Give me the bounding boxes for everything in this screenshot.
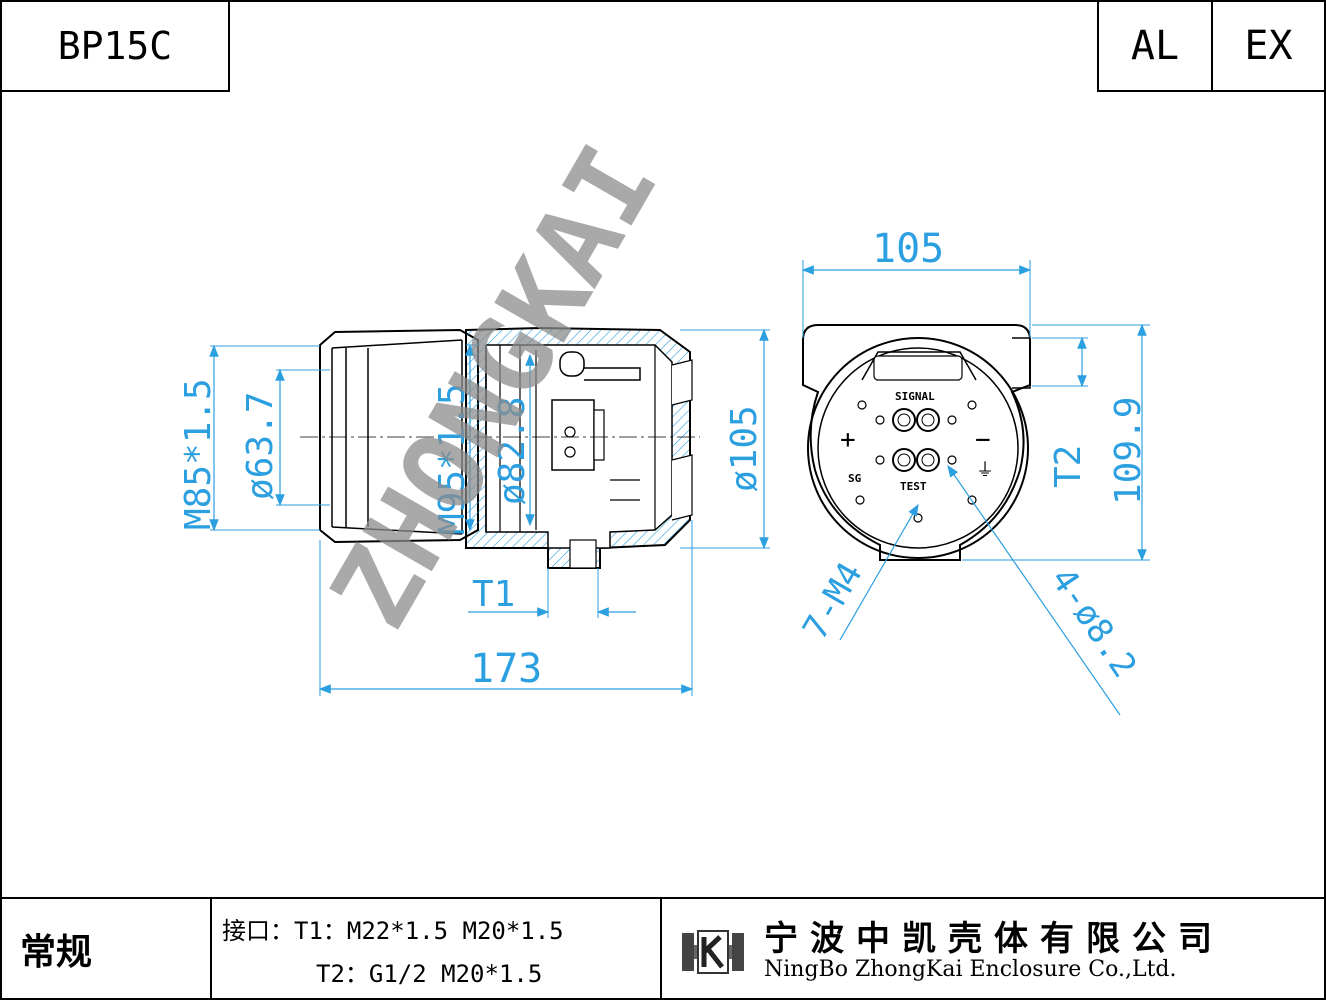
material-cell: AL [1097, 0, 1213, 92]
ports-line-1: 接口：T1：M22*1.5 M20*1.5 [222, 917, 564, 945]
dim-port-t2: T2 [1048, 445, 1089, 488]
company-logo-icon [682, 930, 744, 974]
label-signal: SIGNAL [895, 390, 935, 403]
label-test: TEST [900, 480, 927, 493]
dim-length: 173 [470, 646, 542, 692]
dim-port-t1: T1 [472, 574, 515, 615]
dim-outer: ø105 [724, 405, 765, 492]
company-name-cn: 宁波中凯壳体有限公司 [764, 919, 1224, 959]
ports-line-2: T2：G1/2 M20*1.5 [316, 960, 543, 988]
company-cell: 宁波中凯壳体有限公司 NingBo ZhongKai Enclosure Co.… [660, 897, 1326, 1000]
label-ground: ⏚ [976, 460, 994, 481]
label-minus: − [975, 425, 991, 455]
dim-inner: ø82.8 [492, 397, 533, 505]
company-name-en: NingBo ZhongKai Enclosure Co.,Ltd. [764, 957, 1177, 982]
dim-width: 105 [872, 226, 944, 272]
side-view: M85*1.5 ø63.7 M95*1.5 ø82.8 ø105 T1 173 [178, 326, 770, 696]
model-cell: BP15C [0, 0, 230, 92]
dim-thread-left: M85*1.5 [178, 378, 219, 530]
dim-screws: 7-M4 [795, 556, 871, 647]
dim-holes: 4-ø8.2 [1043, 561, 1145, 685]
category-cell: 常规 [0, 897, 212, 1000]
dim-height: 109.9 [1108, 397, 1149, 505]
model-number: BP15C [57, 24, 173, 68]
front-view: SIGNAL TEST SG + − ⏚ 105 109.9 T2 7-M4 4… [795, 226, 1150, 716]
dim-bore: ø63.7 [240, 392, 281, 500]
type-code: EX [1244, 23, 1293, 69]
label-sg: SG [848, 472, 862, 485]
dim-thread-right: M95*1.5 [432, 383, 473, 535]
ports-cell: 接口：T1：M22*1.5 M20*1.5 T2：G1/2 M20*1.5 [210, 897, 662, 1000]
category-label: 常规 [20, 931, 93, 973]
type-cell: EX [1211, 0, 1326, 92]
material-code: AL [1130, 23, 1180, 69]
label-plus: + [840, 425, 856, 455]
